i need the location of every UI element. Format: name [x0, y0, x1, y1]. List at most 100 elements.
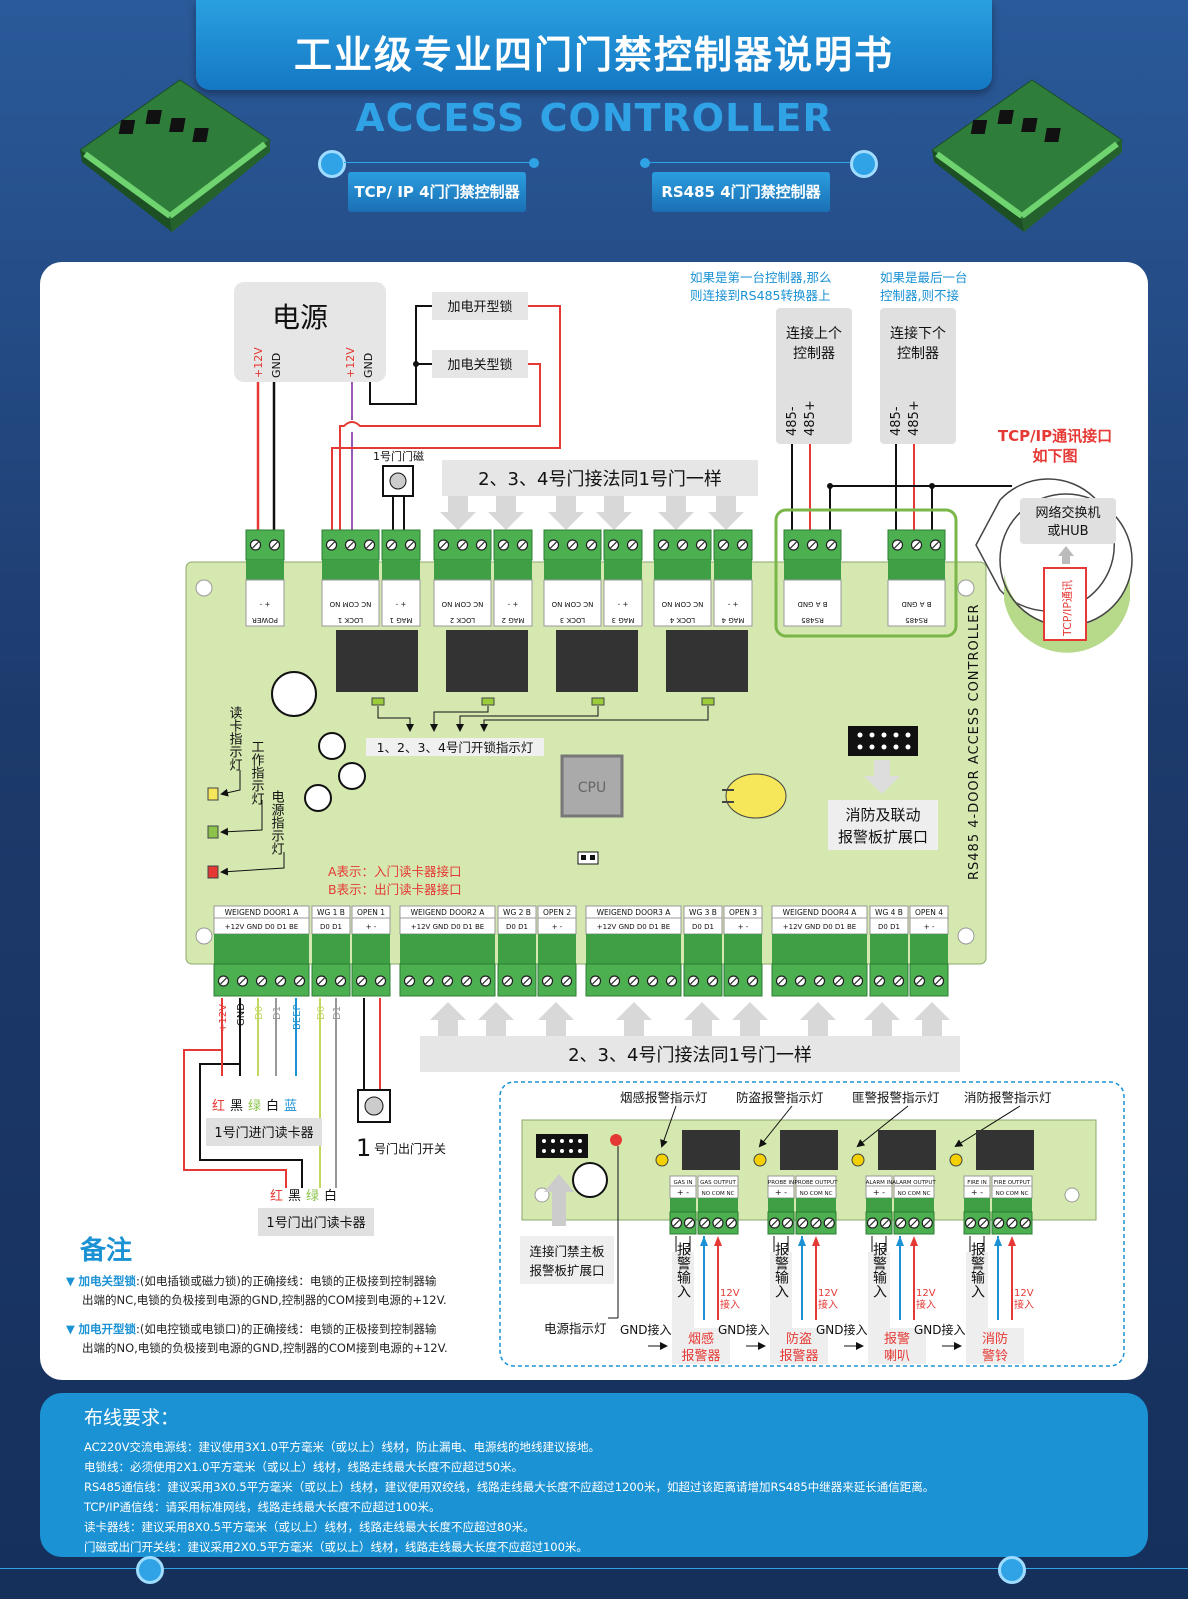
- bottom-terminal-block: WG 2 BD0 D1: [497, 905, 537, 997]
- fire-port: [848, 726, 918, 756]
- footer-line: [0, 1568, 1188, 1569]
- wire-d1-b: D1: [332, 1006, 343, 1020]
- page-title: 工业级专业四门门禁控制器说明书: [293, 33, 894, 77]
- product-photo-left: [79, 79, 271, 232]
- note2-body2: 出端的NO,电锁的负极接到电源的GND,控制器的COM接到电源的+12V.: [82, 1341, 448, 1355]
- bottom-terminal-block: WEIGEND DOOR4 A+12V GND D0 D1 BE: [771, 905, 868, 997]
- top-terminal-pins: B A GND: [901, 600, 931, 608]
- tab-rs485: RS485 4门门禁控制器: [652, 172, 830, 212]
- alarm-device-2: 警铃: [982, 1348, 1008, 1364]
- page-subtitle: ACCESS CONTROLLER: [355, 96, 833, 140]
- lock-off-box: [432, 350, 528, 378]
- last-ctrl-note-2: 控制器,则不接: [880, 288, 959, 303]
- bottom-terminal-block: OPEN 4 + -: [909, 905, 949, 997]
- alarm-device-2: 喇叭: [884, 1349, 910, 1364]
- bottom-terminal-block: WG 3 BD0 D1: [683, 905, 723, 997]
- power-12v-label: +12V: [252, 347, 265, 378]
- cpu-chip: [560, 754, 624, 818]
- alarm-output-pins: NO COM NC: [898, 1191, 931, 1197]
- alarm-input-label: ALARM IN: [866, 1180, 893, 1186]
- alarm-device-1: 消防: [982, 1331, 1008, 1347]
- alarm-section: [499, 1081, 1125, 1367]
- note2-head: 加电开型锁: [78, 1322, 137, 1336]
- reader-out-box: [258, 1208, 374, 1236]
- power-title: 电源: [272, 301, 328, 334]
- color-green-1: 绿: [248, 1099, 261, 1114]
- same-top-banner: [442, 460, 758, 496]
- first-ctrl-note-1: 如果是第一台控制器,那么: [690, 270, 831, 285]
- switch-1: 网络交换机: [1035, 505, 1100, 521]
- next-ctrl-1: 连接下个: [890, 325, 946, 342]
- prev-ctrl-1: 连接上个: [786, 325, 842, 342]
- note1-body2: 出端的NC,电锁的负极接到电源的GND,控制器的COM接到电源的+12V.: [82, 1293, 447, 1307]
- bottom-terminal-label: WEIGEND DOOR4 A: [783, 908, 858, 917]
- alarm-in-label: 报警输入: [871, 1242, 887, 1298]
- wire-12v: +12V: [218, 1004, 229, 1032]
- wiring-line: RS485通信线：建议采用3X0.5平方毫米（或以上）线材，建议使用双绞线，线路…: [84, 1480, 935, 1494]
- wiring-requirements: 布线要求： AC220V交流电源线：建议使用3X1.0平方毫米（或以上）线材，防…: [40, 1393, 1148, 1557]
- tcp-title-2: 如下图: [1032, 447, 1077, 465]
- bottom-terminal-label: WEIGEND DOOR3 A: [597, 908, 672, 917]
- top-terminal-label: RS485: [801, 616, 824, 624]
- prev-rs-neg: 485-: [785, 406, 800, 436]
- gnd-in-label: GND接入: [914, 1322, 966, 1337]
- wiring-line: 读卡器线：建议采用8X0.5平方毫米（或以上）线材，线路走线最大长度不应超过80…: [84, 1520, 535, 1534]
- power-12v-label-2: +12V: [344, 347, 357, 378]
- wire-beep: BEEP: [292, 1004, 303, 1030]
- reader-in-label: 1号门进门读卡器: [214, 1126, 313, 1141]
- fire-port-1: 消防及联动: [845, 806, 920, 824]
- prev-ctrl-2: 控制器: [793, 346, 835, 362]
- top-terminal-label: MAG 3: [612, 616, 635, 624]
- alarm-device-1: 防盗: [786, 1331, 812, 1347]
- v12-label: 12V: [916, 1288, 936, 1299]
- power-box: [234, 282, 386, 382]
- wiring-line: AC220V交流电源线：建议使用3X1.0平方毫米（或以上）线材，防止漏电、电源…: [84, 1440, 600, 1454]
- top-terminal-block: + -POWER: [245, 529, 285, 627]
- bottom-terminal-pins: +12V GND D0 D1 BE: [225, 923, 298, 931]
- reader-in-box: [206, 1118, 322, 1146]
- bottom-terminal-label: OPEN 4: [915, 908, 943, 917]
- top-terminal-label: MAG 2: [502, 616, 525, 624]
- v12-in-label: 接入: [720, 1298, 740, 1311]
- top-terminal-label: LOCK 2: [450, 616, 475, 624]
- first-ctrl-note-2: 则连接到RS485转换器上: [690, 288, 830, 303]
- top-terminal-label: MAG 4: [721, 616, 744, 624]
- exit-btn-num: 1: [356, 1134, 371, 1162]
- bottom-terminal-block: WG 1 BD0 D1: [311, 905, 351, 997]
- bottom-terminal-label: OPEN 2: [543, 908, 571, 917]
- alarm-output-label: GAS OUTPUT: [700, 1180, 736, 1186]
- b-note: B表示：出门读卡器接口: [328, 882, 462, 897]
- top-terminal-label: LOCK 3: [560, 616, 585, 624]
- color-red-2: 红: [270, 1188, 283, 1204]
- tab-dot-right: [850, 150, 878, 178]
- note2-body1: :(如电控锁或电锁口)的正确接线：电锁的正极接到控制器输: [136, 1322, 437, 1336]
- top-terminal-pins: + -: [395, 600, 406, 608]
- relay-4: [666, 630, 748, 692]
- bottom-terminals: WEIGEND DOOR1 A +12V GND D0 D1 BE WG 1 BD0…: [213, 905, 949, 997]
- relay-2: [446, 630, 528, 692]
- bottom-terminal-label: WEIGEND DOOR1 A: [225, 908, 300, 917]
- wiring-line: TCP/IP通信线：请采用标准网线，线路走线最大长度不应超过100米。: [84, 1500, 441, 1514]
- board-side-label: RS485 4-DOOR ACCESS CONTROLLER: [967, 604, 982, 880]
- top-terminal-label: LOCK 1: [338, 616, 363, 624]
- note1-head: 加电关型锁: [78, 1274, 137, 1288]
- alarm-output-label: PROBE OUTPUT: [795, 1180, 839, 1186]
- alarm-in-label: 报警输入: [675, 1242, 691, 1298]
- same-bottom-banner: [420, 1036, 960, 1072]
- power-gnd-label-2: GND: [362, 353, 375, 378]
- read-led-label: 读卡指示灯: [227, 706, 243, 772]
- switch-2: 或HUB: [1047, 524, 1088, 539]
- relay-1: [336, 630, 418, 692]
- bottom-terminal-pins: + -: [552, 923, 563, 931]
- alarm-input-label: FIRE IN: [967, 1180, 987, 1186]
- bottom-terminal-pins: + -: [924, 923, 935, 931]
- alarm-led-label: 防盗报警指示灯: [736, 1090, 824, 1105]
